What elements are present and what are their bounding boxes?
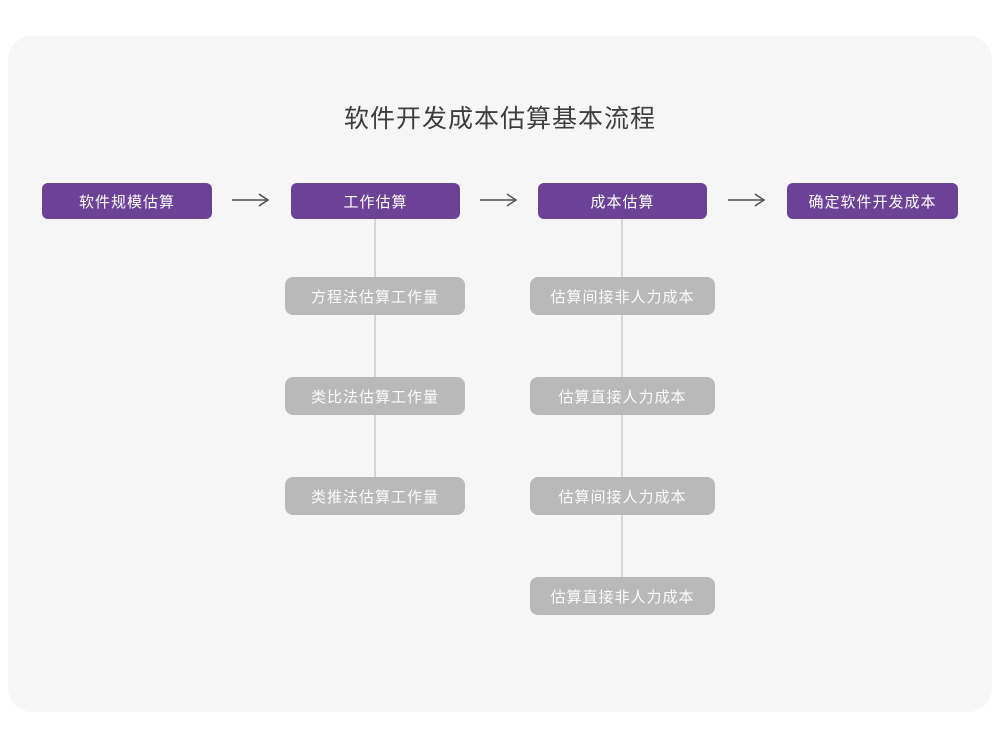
subflow-node-equation-method: 方程法估算工作量 bbox=[285, 277, 465, 315]
flow-node-work-estimation: 工作估算 bbox=[291, 183, 460, 219]
subflow-node-label: 估算直接非人力成本 bbox=[550, 588, 695, 606]
subflow-node-label: 类比法估算工作量 bbox=[310, 388, 439, 406]
subflow-node-direct-nonlabor-cost: 估算直接非人力成本 bbox=[530, 577, 715, 615]
subflow-node-label: 估算间接非人力成本 bbox=[550, 288, 695, 306]
flow-node-software-scale-estimation: 软件规模估算 bbox=[42, 183, 212, 219]
subflow-node-indirect-labor-cost: 估算间接人力成本 bbox=[530, 477, 715, 515]
subflow-node-label: 估算间接人力成本 bbox=[558, 488, 687, 506]
subflow-node-direct-labor-cost: 估算直接人力成本 bbox=[530, 377, 715, 415]
subflow-node-indirect-nonlabor-cost: 估算间接非人力成本 bbox=[530, 277, 715, 315]
subflow-node-label: 方程法估算工作量 bbox=[310, 288, 439, 306]
flow-node-label: 确定软件开发成本 bbox=[808, 193, 937, 211]
subflow-node-comparison-method: 类比法估算工作量 bbox=[285, 377, 465, 415]
subflow-node-label: 类推法估算工作量 bbox=[310, 488, 439, 506]
connector-line-work-estimation bbox=[374, 217, 376, 481]
flow-node-label: 软件规模估算 bbox=[78, 193, 175, 211]
right-arrow-icon bbox=[727, 192, 767, 208]
diagram-canvas bbox=[8, 36, 992, 712]
subflow-node-analogy-method: 类推法估算工作量 bbox=[285, 477, 465, 515]
flow-node-determine-development-cost: 确定软件开发成本 bbox=[787, 183, 958, 219]
right-arrow-icon bbox=[479, 192, 519, 208]
flow-node-label: 成本估算 bbox=[590, 193, 655, 211]
subflow-node-label: 估算直接人力成本 bbox=[558, 388, 687, 406]
flow-node-label: 工作估算 bbox=[343, 193, 408, 211]
right-arrow-icon bbox=[231, 192, 271, 208]
flow-node-cost-estimation: 成本估算 bbox=[538, 183, 707, 219]
diagram-title: 软件开发成本估算基本流程 bbox=[343, 105, 656, 133]
